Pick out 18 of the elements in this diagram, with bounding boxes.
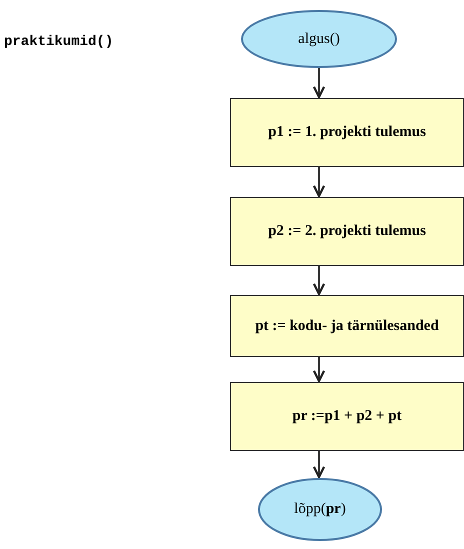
arrow — [312, 68, 326, 98]
arrow — [312, 167, 326, 198]
node-text: p1 := 1. projekti tulemus — [268, 124, 426, 141]
terminal-ellipse — [241, 10, 397, 68]
node-text: lõpp(pr) — [294, 501, 346, 518]
process-box — [230, 382, 464, 451]
arrow — [312, 266, 326, 296]
arrow — [312, 451, 326, 478]
node-text: p2 := 2. projekti tulemus — [268, 223, 426, 240]
node-text: pt := kodu- ja tärnülesanded — [255, 318, 439, 334]
process-box — [230, 295, 464, 357]
node-text: algus() — [298, 30, 340, 48]
function-name: praktikumid() — [4, 34, 114, 50]
process-box — [230, 98, 464, 167]
arrow — [312, 357, 326, 382]
process-box — [230, 197, 464, 266]
terminal-ellipse — [258, 478, 382, 541]
node-text: pr :=p1 + p2 + pt — [292, 408, 402, 425]
